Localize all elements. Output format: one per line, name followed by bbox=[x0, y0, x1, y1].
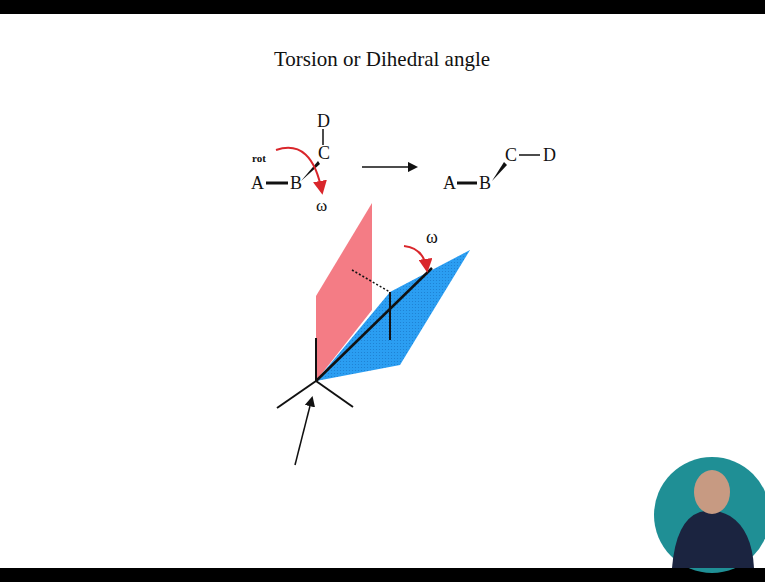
rotation-label: rot bbox=[252, 153, 266, 164]
bond-line bbox=[519, 154, 540, 156]
rotation-arrow bbox=[276, 148, 322, 192]
atom-label: A bbox=[443, 174, 456, 192]
bond-line bbox=[457, 182, 477, 185]
presenter-head bbox=[694, 470, 730, 514]
dotted-bond bbox=[352, 270, 390, 292]
bond-axis bbox=[316, 268, 432, 381]
view-arrow bbox=[295, 398, 312, 465]
blue-plane bbox=[316, 250, 470, 381]
atom-label: C bbox=[318, 144, 330, 162]
slide-title: Torsion or Dihedral angle bbox=[274, 49, 490, 70]
atom-label: C bbox=[505, 146, 517, 164]
presenter-video bbox=[654, 457, 765, 573]
atom-label: A bbox=[251, 174, 264, 192]
bond-line bbox=[322, 129, 324, 145]
bond-line bbox=[389, 292, 391, 340]
bond-line bbox=[315, 338, 317, 381]
atom-label: ω bbox=[316, 197, 327, 214]
top-bar bbox=[0, 0, 765, 14]
atom-label: D bbox=[543, 146, 556, 164]
presenter-body bbox=[672, 511, 754, 568]
wedge-bond bbox=[492, 162, 507, 181]
bottom-bar bbox=[0, 568, 765, 582]
bond-line bbox=[316, 381, 353, 407]
atom-label: ω bbox=[426, 228, 438, 246]
bond-line bbox=[266, 182, 288, 185]
atom-label: D bbox=[317, 112, 330, 130]
atom-label: B bbox=[290, 174, 302, 192]
atom-label: B bbox=[479, 174, 491, 192]
angle-arrow bbox=[404, 246, 427, 270]
reaction-arrow bbox=[362, 166, 416, 168]
